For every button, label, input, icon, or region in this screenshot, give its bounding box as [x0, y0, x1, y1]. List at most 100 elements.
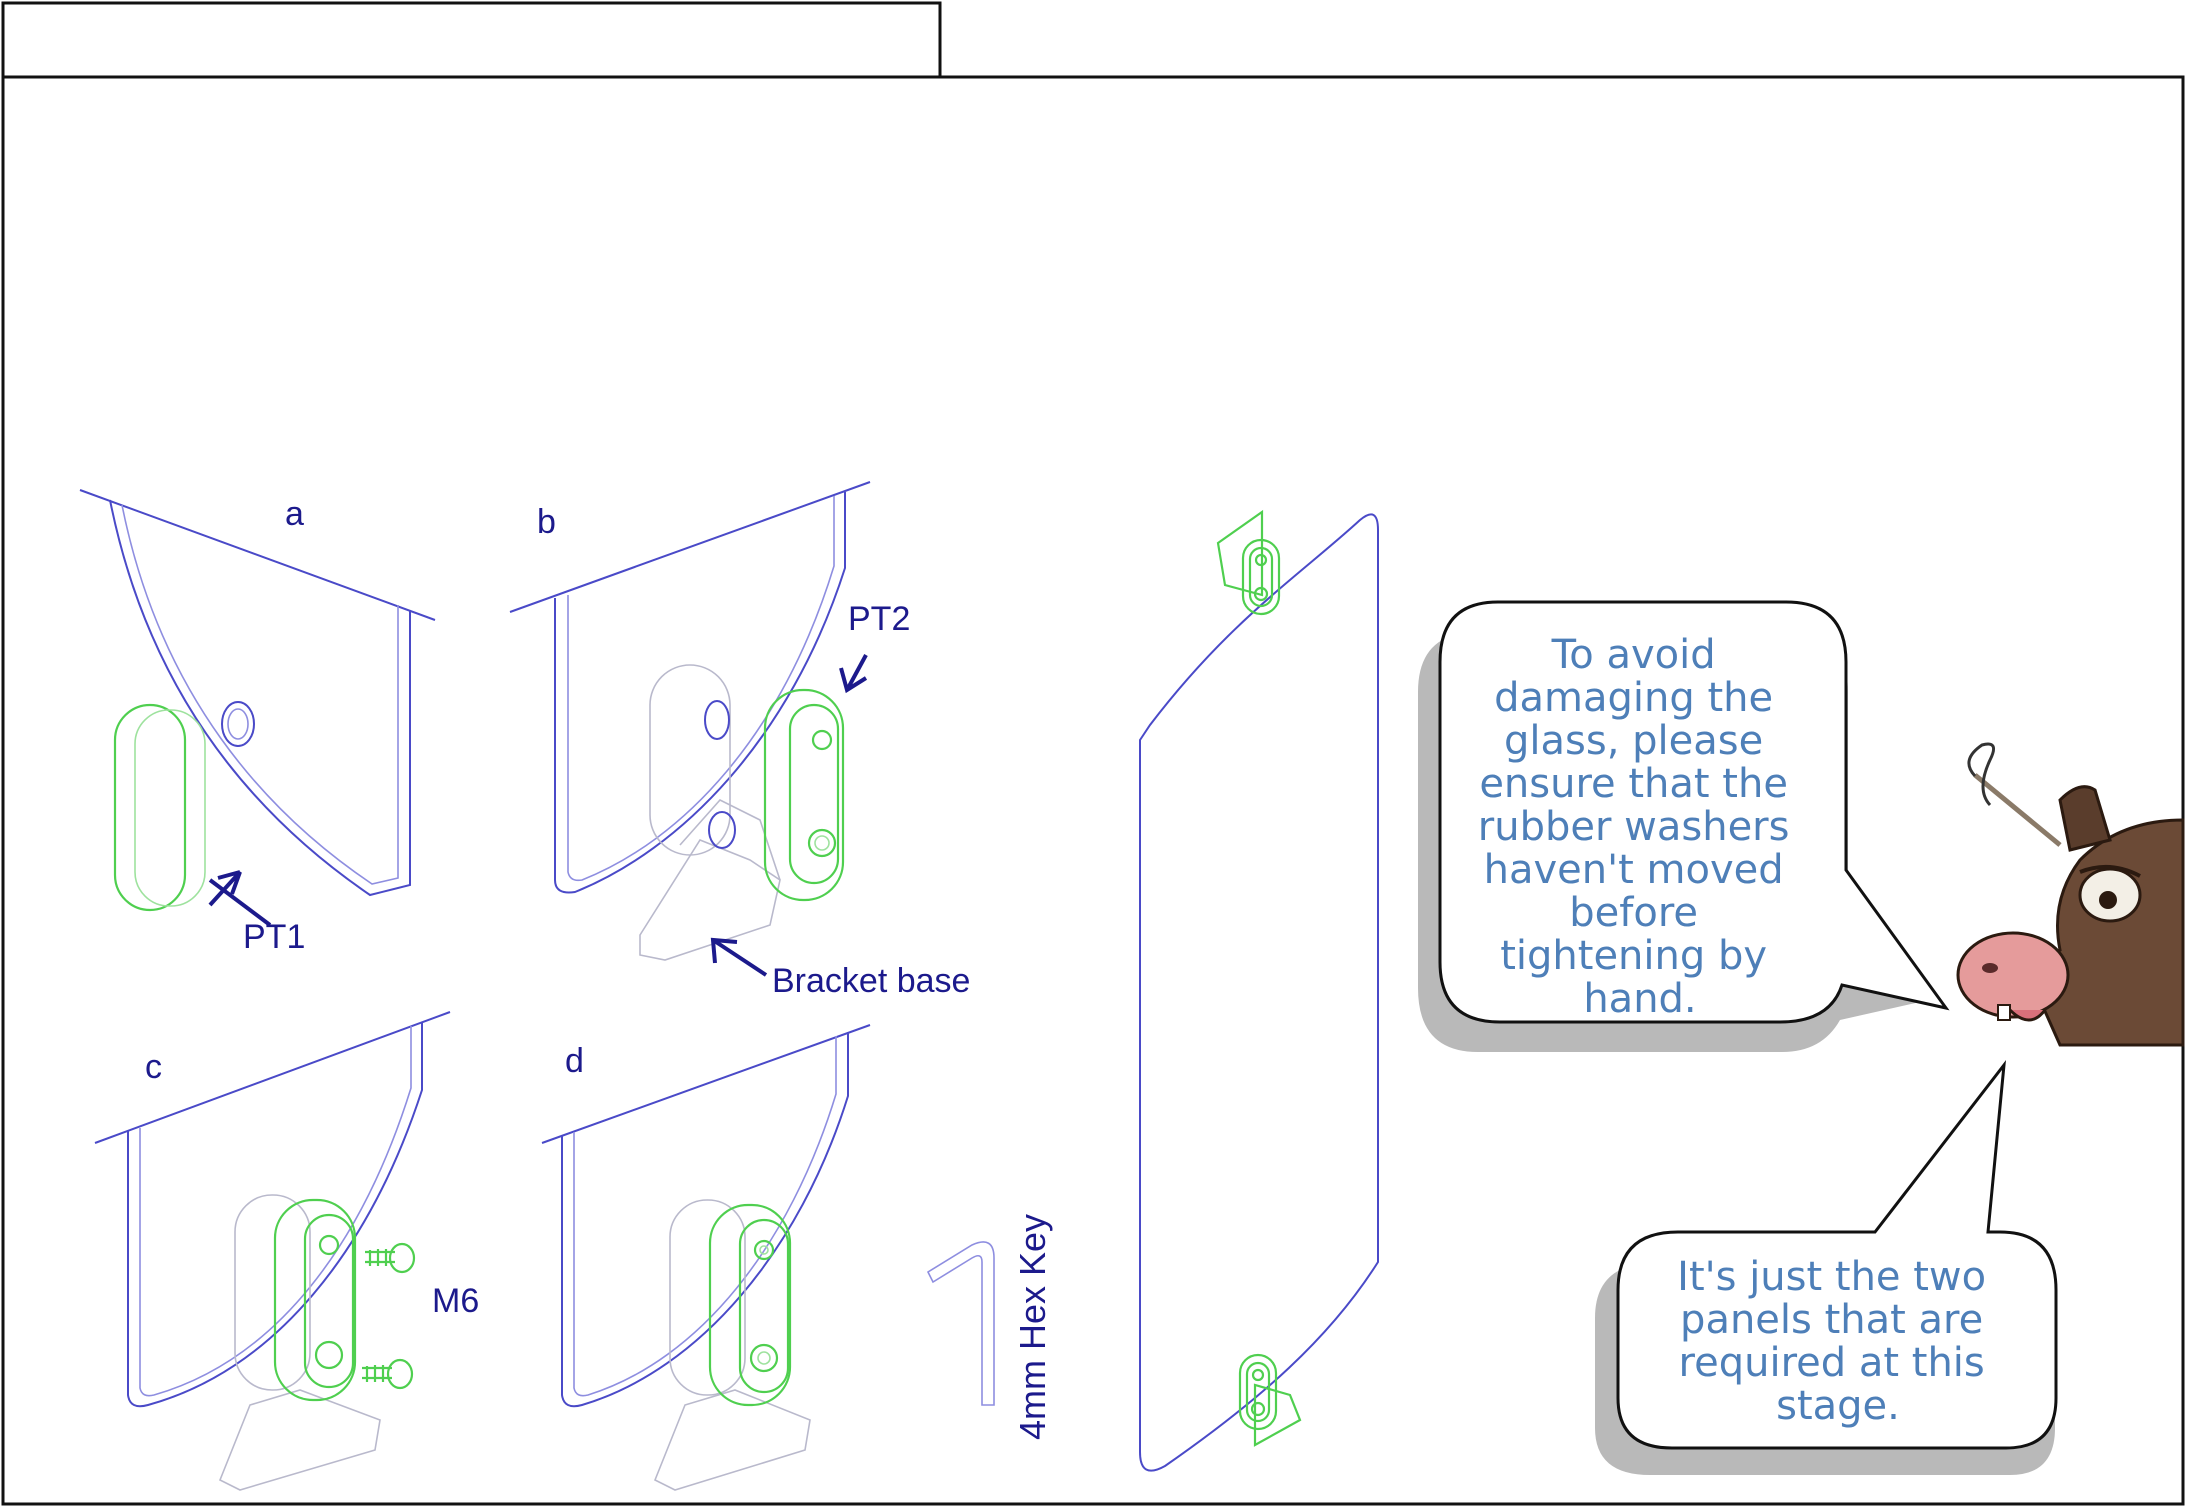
pt2-bottom-hole-inner	[814, 835, 830, 851]
step-panel-a: a PT1	[79, 489, 436, 956]
bubble-line: damaging the	[1494, 675, 1773, 721]
panel-letter: d	[565, 1042, 584, 1080]
bubble-line: before	[1569, 890, 1698, 936]
washer	[273, 1198, 357, 1402]
glass-top-edge	[94, 1011, 451, 1144]
panel-letter: b	[537, 503, 556, 541]
bubble-body	[1438, 600, 1950, 1024]
bubble-line: stage.	[1776, 1383, 1900, 1429]
m6-screw-lower	[362, 1358, 414, 1390]
top-bracket-base	[1216, 509, 1264, 597]
pt2-arrow-head	[839, 667, 868, 694]
pt2-top-hole	[811, 729, 833, 751]
glass-outline	[554, 492, 846, 894]
bubble-line: required at this	[1679, 1340, 1985, 1386]
bracket-arrow	[711, 938, 768, 977]
washer-slot	[303, 1213, 355, 1389]
bracket-base	[639, 839, 781, 961]
callout-m6: M6	[432, 1282, 479, 1320]
bubble-line: ensure that the	[1479, 761, 1788, 807]
washer-screw-bottom-inner	[757, 1351, 771, 1365]
bubble-panels-text: It's just the two panels that are requir…	[1677, 1254, 1999, 1429]
content-border	[1, 75, 2185, 1506]
glass-panel-assembled	[1139, 509, 1379, 1472]
bubble-line: To avoid	[1551, 632, 1716, 678]
bubble-line: haven't moved	[1484, 847, 1784, 893]
bottom-washer	[1238, 1353, 1278, 1431]
callout-bracket-base: Bracket base	[772, 962, 970, 1000]
pt1-washer	[113, 703, 187, 912]
washer-slot	[738, 1218, 790, 1394]
washer	[708, 1203, 792, 1407]
pt2-bottom-hole	[807, 828, 837, 858]
bottom-washer-hole-lower	[1250, 1401, 1266, 1417]
pt2-arrow	[845, 654, 868, 691]
mascot-tooth	[1997, 1004, 2011, 1021]
pt2-washer	[763, 688, 845, 902]
mascot-pupil	[2099, 891, 2117, 909]
panel-letter: a	[285, 495, 304, 533]
panel-letter: c	[145, 1048, 162, 1086]
glass-top-edge	[509, 481, 871, 613]
mascot-tongue	[2008, 1008, 2047, 1022]
bottom-fixing-bracket	[1238, 1353, 1302, 1447]
bubble-body	[1616, 1059, 2058, 1450]
glass-outline	[561, 1032, 849, 1408]
top-washer-hole	[1254, 553, 1268, 567]
title-tab	[1, 1, 942, 79]
bracket-base-top	[679, 799, 781, 881]
glass-top-edge	[79, 489, 436, 621]
speech-bubble-washers: To avoid damaging the glass, please ensu…	[1418, 600, 1950, 1052]
glass-outline	[127, 1022, 423, 1408]
glass-inner-edge	[573, 1036, 837, 1397]
bubble-line: panels that are	[1680, 1297, 1983, 1343]
mascot-stick	[1973, 773, 2062, 847]
bottom-washer-slot	[1245, 1361, 1271, 1423]
speech-bubble-panels: It's just the two panels that are requir…	[1595, 1059, 2058, 1475]
bracket-base	[218, 1389, 381, 1491]
glass-panel-outline	[1139, 513, 1379, 1472]
bubble-line: It's just the two	[1677, 1254, 1986, 1300]
mascot-nostril	[1982, 963, 1998, 973]
pt1-arrow	[208, 870, 242, 907]
bracket-arrow-head	[710, 937, 738, 964]
top-washer	[1241, 538, 1281, 616]
bracket-base	[653, 1389, 811, 1491]
step-panel-b: b PT2 Bracket base	[509, 481, 970, 1000]
glass-inner-edge	[139, 1026, 412, 1397]
pt1-washer-side	[134, 709, 206, 907]
glass-inner-edge	[121, 504, 399, 885]
washer-hole-top	[318, 1234, 340, 1256]
bracket-bolt-hole	[708, 811, 736, 849]
top-washer-slot	[1248, 546, 1274, 608]
glass-top-edge	[541, 1024, 871, 1144]
hex-key-tool: 4mm Hex Key	[926, 1214, 1053, 1440]
pt2-washer-slot	[788, 703, 840, 885]
mascot-eyelid	[2079, 864, 2141, 878]
washer-hole-bottom	[314, 1340, 344, 1370]
back-washer	[669, 1199, 746, 1396]
step-panel-c: c M6	[94, 1011, 479, 1491]
top-fixing-bracket	[1216, 509, 1281, 616]
washer-screw-top-inner	[759, 1245, 769, 1255]
mascot-string	[1967, 742, 1996, 807]
mascot-ear	[2058, 785, 2112, 852]
glass-hole	[704, 700, 730, 740]
top-washer-hole-lower	[1253, 586, 1269, 602]
glass-hole	[221, 701, 255, 747]
back-washer	[234, 1194, 311, 1391]
pt1-arrow-shaft	[208, 878, 272, 927]
washer-screw-top	[753, 1239, 775, 1261]
donkey-mascot-icon	[1956, 742, 2185, 1047]
step-panel-d: d	[541, 1024, 871, 1491]
back-washer	[649, 664, 731, 856]
glass-inner-edge	[567, 496, 835, 882]
glass-outline	[109, 499, 411, 897]
bottom-bracket-base	[1253, 1383, 1302, 1447]
callout-pt1: PT1	[243, 918, 305, 956]
hex-key-label: 4mm Hex Key	[1012, 1214, 1053, 1440]
bubble-line: tightening by	[1500, 933, 1767, 979]
bottom-washer-hole	[1251, 1368, 1265, 1382]
